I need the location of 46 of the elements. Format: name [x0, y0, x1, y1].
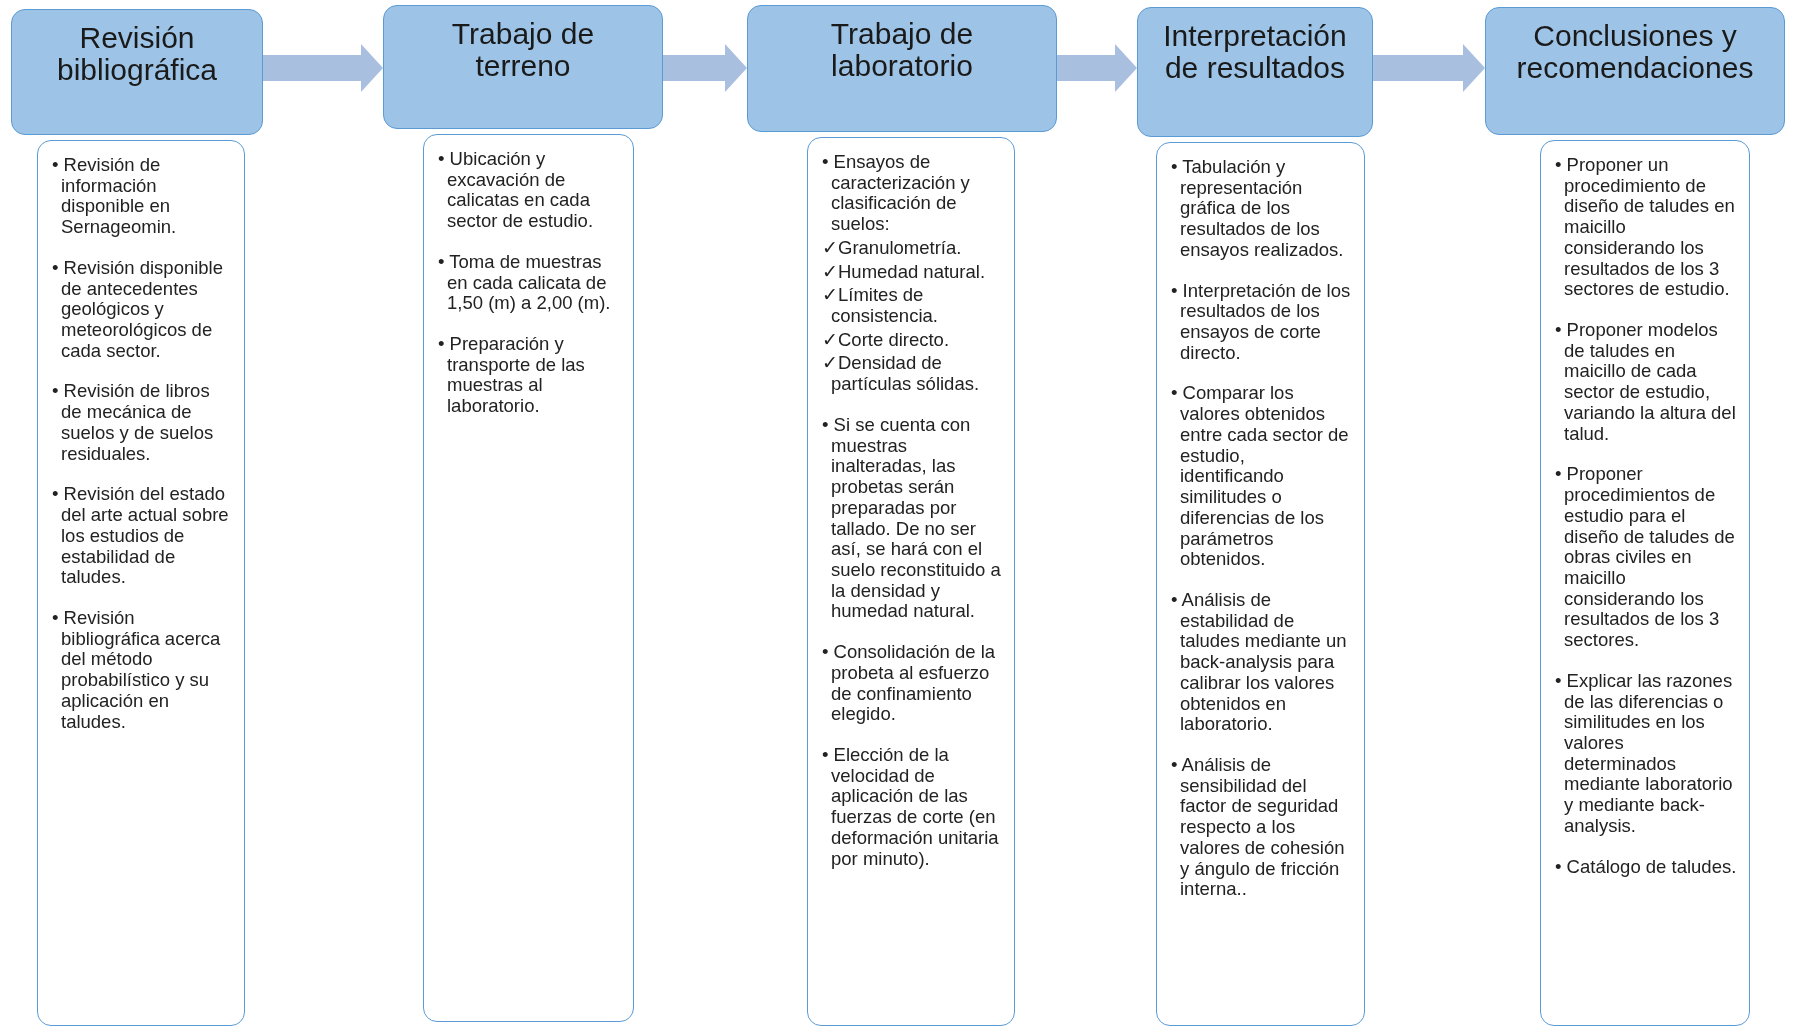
bullet-text: • Elección de la velocidad de aplicación de las fuerzas de corte (en deformación unitaria por minuto). — [822, 744, 1000, 870]
step-header — [1137, 7, 1373, 137]
bullet-text: • Tabulación y representación gráfica de los resultados de los ensayos realizados. — [1171, 157, 1345, 261]
bullet-text: ✓Límites de consistencia. — [822, 285, 939, 327]
step-header — [1485, 7, 1785, 135]
bullet-text: ✓Granulometría. — [822, 237, 963, 259]
bullet-text: • Toma de muestras en cada calicata de 1,50 (m) a 2,00 (m). — [438, 251, 612, 315]
block-arrow — [1373, 44, 1485, 92]
bullet-text: • Ensayos de caracterización y clasificación de suelos: — [822, 152, 971, 235]
step-title: Interpretación de resultados — [1162, 20, 1348, 83]
list-card — [423, 134, 634, 1022]
step-title: Trabajo de terreno — [450, 18, 596, 81]
step-header — [383, 5, 663, 129]
bullet-text: • Ubicación y excavación de calicatas en cada sector de estudio. — [438, 149, 595, 232]
step-title: Trabajo de laboratorio — [829, 18, 975, 81]
bullet-text: • Catálogo de taludes. — [1555, 856, 1737, 878]
bullet-text: ✓Densidad de partículas sólidas. — [822, 353, 981, 395]
bullet-text: • Proponer un procedimiento de diseño de taludes en maicillo considerando los resultados de los 3 sectores de estudio. — [1555, 155, 1736, 301]
bullet-text: • Consolidación de la probeta al esfuerzo de confinamiento elegido. — [822, 642, 997, 725]
bullet-text: • Análisis de estabilidad de taludes mediante un back-analysis para calibrar los valores obtenidos en laboratorio. — [1171, 589, 1348, 735]
bullet-text: ✓Humedad natural. — [822, 261, 987, 283]
step-header — [747, 5, 1057, 132]
bullet-text: ✓Corte directo. — [822, 329, 951, 351]
bullet-text: • Revisión del estado del arte actual sobre los estudios de estabilidad de taludes. — [52, 484, 230, 588]
bullet-text: • Interpretación de los resultados de los ensayos de corte directo. — [1171, 280, 1352, 364]
list-card — [1540, 140, 1750, 1026]
bullet-text: • Revisión disponible de antecedentes geológicos y meteorológicos de cada sector. — [52, 257, 225, 362]
block-arrow — [663, 44, 747, 92]
list-card — [807, 137, 1015, 1026]
bullet-text: • Proponer modelos de taludes en maicillo de cada sector de estudio, variando la altura del talud. — [1555, 320, 1737, 445]
bullet-text: • Si se cuenta con muestras inalteradas, las probetas serán preparadas por tallado. De no ser así, se hará con el suelo reconstituido a la densidad y humedad natural. — [822, 414, 1002, 623]
list-card — [1156, 142, 1365, 1026]
bullet-text: • Comparar los valores obtenidos entre cada sector de estudio, identificando similitudes o diferencias de los parámetros obtenidos. — [1171, 383, 1350, 570]
bullet-text: • Explicar las razones de las diferencias o similitudes en los valores determinados mediante laboratorio y mediante back-analysis. — [1555, 670, 1734, 837]
bullet-text: • Proponer procedimientos de estudio para el diseño de taludes de obras civiles en maicillo considerando los resultados de los 3 sectores. — [1555, 464, 1736, 651]
list-card — [37, 140, 245, 1026]
step-title: Revisión bibliográfica — [55, 22, 219, 85]
block-arrow — [1057, 44, 1137, 92]
step-header — [11, 9, 263, 135]
step-title: Conclusiones y recomendaciones — [1515, 20, 1755, 83]
bullet-text: • Revisión de información disponible en Sernageomin. — [52, 155, 178, 238]
bullet-text: • Preparación y transporte de las muestras al laboratorio. — [438, 334, 586, 417]
bullet-text: • Análisis de sensibilidad del factor de seguridad respecto a los valores de cohesión y ángulo de fricción interna.. — [1171, 754, 1346, 900]
bullet-text: • Revisión bibliográfica acerca del método probabilístico y su aplicación en taludes. — [52, 607, 222, 733]
bullet-text: • Revisión de libros de mecánica de suelos y de suelos residuales. — [52, 381, 215, 465]
block-arrow — [263, 44, 383, 92]
